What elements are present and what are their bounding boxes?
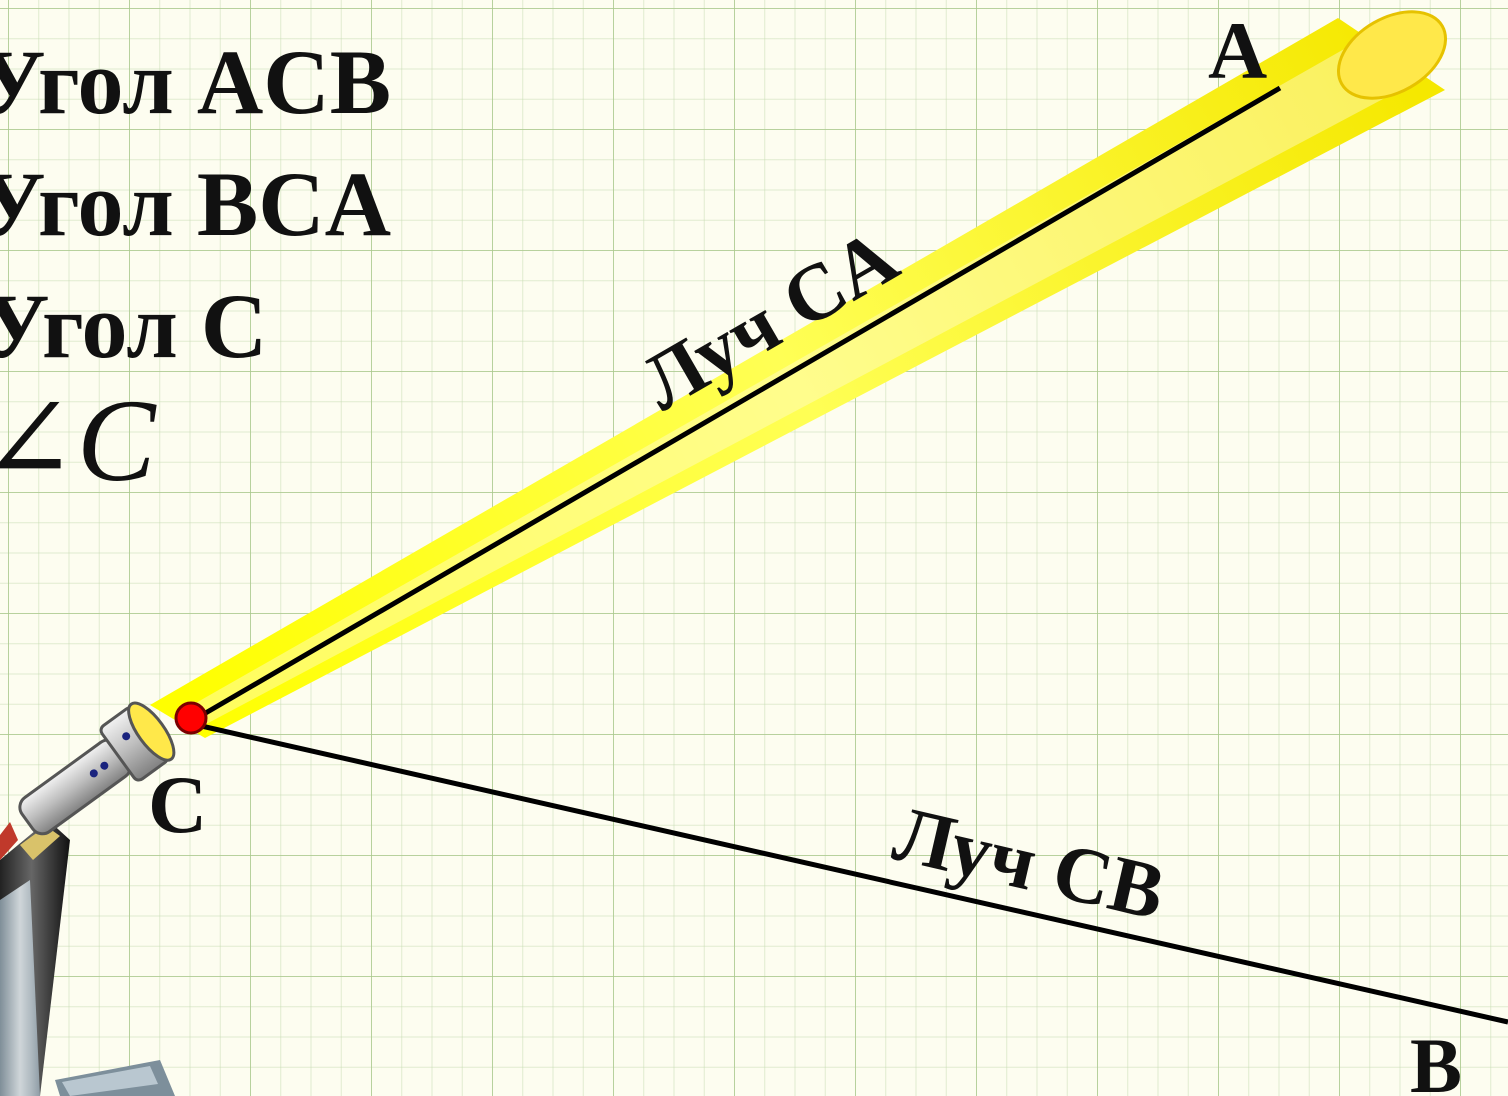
vertex-c-point (174, 701, 208, 735)
ray-ca-line (195, 85, 1282, 721)
point-b-label: B (1410, 1022, 1462, 1096)
pen-cup-decoration (0, 820, 175, 1096)
point-a-label: A (1208, 5, 1267, 96)
flashlight-icon (18, 701, 176, 836)
angle-acb-label: Угол ACB (0, 31, 392, 133)
angle-bca-label: Угол BCA (0, 153, 392, 255)
angle-c-label: Угол C (0, 275, 268, 377)
angle-symbol-label: ∠C (0, 375, 156, 506)
light-beam (150, 10, 1448, 738)
point-c-label: C (148, 759, 207, 850)
ray-cb-line (196, 722, 1508, 1025)
beam-end-ellipse (1336, 10, 1448, 100)
